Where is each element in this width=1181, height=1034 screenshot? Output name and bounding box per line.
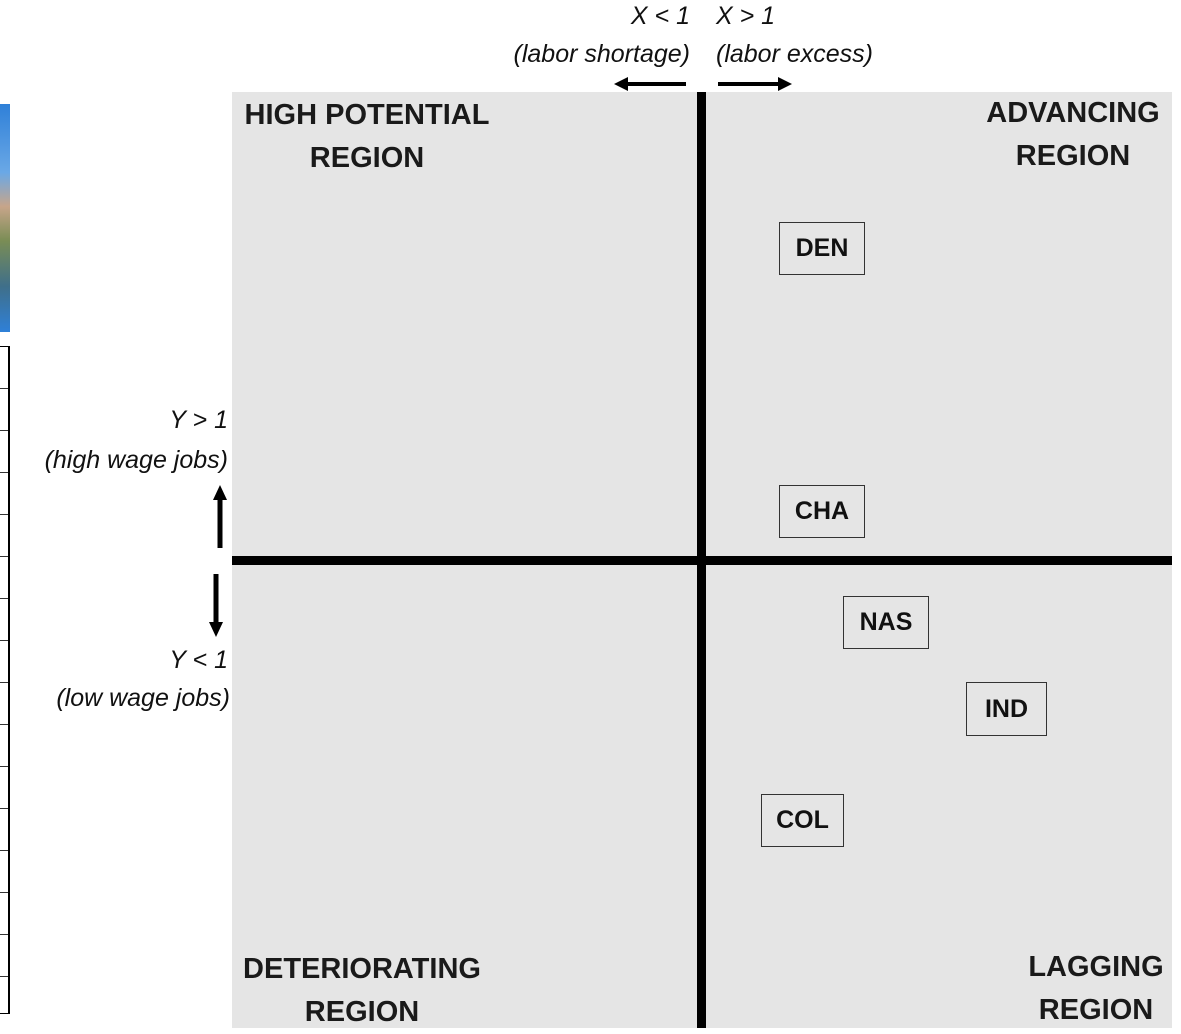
- region-label-line: HIGH POTENTIAL: [244, 99, 490, 131]
- up-arrow-icon: [213, 485, 227, 548]
- region-label-line: LAGGING: [1028, 951, 1164, 983]
- region-label-line: REGION: [1015, 140, 1131, 172]
- cropped-photo: [0, 104, 10, 332]
- city-box-col: COL: [761, 794, 844, 847]
- region-label-advancing: ADVANCING REGION: [978, 92, 1168, 178]
- city-box-ind: IND: [966, 682, 1047, 736]
- right-arrow-icon: [718, 77, 792, 91]
- x-less-description: (labor shortage): [513, 40, 690, 68]
- down-arrow-icon: [209, 574, 223, 637]
- y-less-description: (low wage jobs): [56, 684, 230, 712]
- city-box-den: DEN: [779, 222, 865, 275]
- region-label-line: REGION: [304, 996, 420, 1028]
- city-box-cha: CHA: [779, 485, 865, 538]
- horizontal-axis-line: [232, 556, 1172, 565]
- cropped-table-edge: [0, 346, 10, 1014]
- region-label-deteriorating: DETERIORATING REGION: [238, 948, 486, 1034]
- region-label-line: REGION: [309, 142, 425, 174]
- x-less-condition: X < 1: [630, 2, 690, 30]
- region-label-high-potential: HIGH POTENTIAL REGION: [240, 94, 494, 180]
- left-arrow-icon: [614, 77, 686, 91]
- x-greater-condition: X > 1: [716, 2, 776, 30]
- y-greater-description: (high wage jobs): [44, 446, 228, 474]
- region-label-line: DETERIORATING: [243, 953, 481, 985]
- region-label-line: REGION: [1038, 994, 1154, 1026]
- y-greater-condition: Y > 1: [169, 406, 228, 434]
- city-box-nas: NAS: [843, 596, 929, 649]
- region-label-lagging: LAGGING REGION: [1022, 946, 1170, 1032]
- region-label-line: ADVANCING: [986, 97, 1160, 129]
- y-less-condition: Y < 1: [169, 646, 228, 674]
- x-greater-description: (labor excess): [716, 40, 873, 68]
